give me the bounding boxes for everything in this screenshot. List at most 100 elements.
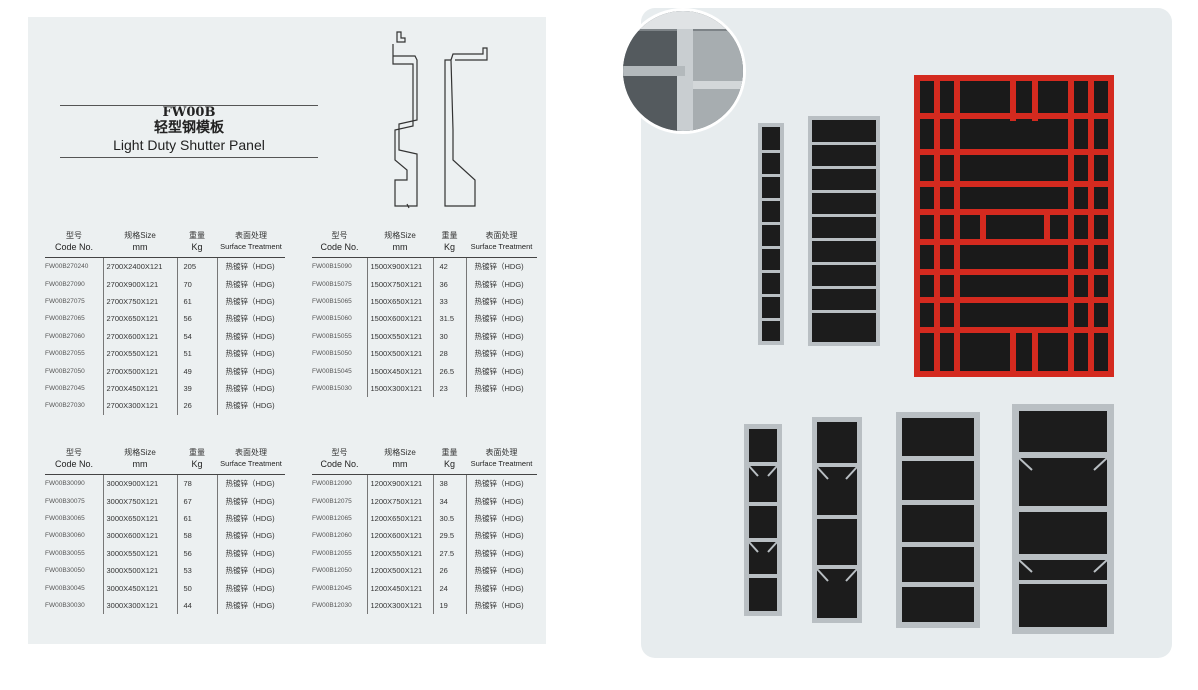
cell-weight: 56 — [176, 310, 217, 328]
cell-surface: 热镀锌（HDG) — [465, 579, 537, 597]
cell-surface: 热镀锌（HDG) — [216, 527, 285, 545]
cell-size: 2700X300X121 — [102, 397, 177, 415]
profile-left-section — [392, 44, 418, 207]
cell-size: 1200X900X121 — [366, 474, 433, 493]
cell-size: 2700X600X121 — [102, 327, 177, 345]
cell-surface: 热镀锌（HDG) — [465, 509, 537, 528]
cell-weight: 26 — [176, 397, 217, 415]
cell-weight: 19 — [432, 596, 466, 615]
cell-weight: 30.5 — [432, 509, 466, 528]
cell-code: FW00B15090 — [312, 263, 352, 271]
cell-surface: 热镀锌（HDG) — [465, 527, 537, 545]
panel-photo-narrow-1500 — [744, 424, 782, 616]
cell-weight: 61 — [176, 509, 217, 528]
cell-surface: 热镀锌（HDG) — [465, 275, 537, 293]
cell-weight: 67 — [176, 492, 217, 510]
cell-surface: 热镀锌（HDG) — [216, 544, 285, 562]
cell-weight: 38 — [432, 474, 466, 493]
cell-code: FW00B12055 — [312, 549, 352, 557]
cell-surface: 热镀锌（HDG) — [465, 474, 537, 493]
cell-size: 3000X750X121 — [102, 492, 177, 510]
cell-code: FW00B15060 — [312, 315, 352, 323]
cell-size: 2700X900X121 — [102, 275, 177, 293]
corner-detail-photo — [620, 8, 746, 134]
cell-surface: 热镀锌（HDG) — [216, 474, 285, 493]
panel-photo-narrow-2700 — [758, 123, 784, 345]
cell-code: FW00B15075 — [312, 280, 352, 288]
cell-surface: 热镀锌（HDG) — [216, 509, 285, 528]
cell-surface: 热镀锌（HDG) — [216, 362, 285, 380]
cell-weight: 56 — [176, 544, 217, 562]
cell-size: 1500X450X121 — [366, 362, 433, 380]
cell-code: FW00B27045 — [45, 384, 85, 392]
cell-size: 1500X650X121 — [366, 292, 433, 311]
cell-code: FW00B27030 — [45, 402, 85, 410]
cell-code: FW00B15065 — [312, 297, 352, 305]
cell-weight: 33 — [432, 292, 466, 311]
panel-photo-medium-2700 — [808, 116, 880, 346]
cell-size: 1200X650X121 — [366, 509, 433, 528]
title-rule-top — [60, 105, 318, 106]
panel-profile-drawing — [392, 31, 488, 209]
cell-surface: 热镀锌（HDG) — [465, 310, 537, 328]
cell-weight: 26 — [432, 561, 466, 580]
cell-weight: 23 — [432, 379, 466, 398]
cell-surface: 热镀锌（HDG) — [465, 379, 537, 398]
cell-weight: 58 — [176, 527, 217, 545]
cell-surface: 热镀锌（HDG) — [216, 344, 285, 363]
cell-code: FW00B27075 — [45, 297, 85, 305]
cell-surface: 热镀锌（HDG) — [216, 310, 285, 328]
cell-weight: 31.5 — [432, 310, 466, 328]
cell-surface: 热镀锌（HDG) — [216, 292, 285, 311]
cell-surface: 热镀锌（HDG) — [465, 362, 537, 380]
cell-size: 1500X600X121 — [366, 310, 433, 328]
product-name-en: Light Duty Shutter Panel — [113, 137, 265, 153]
cell-surface: 热镀锌（HDG) — [465, 492, 537, 510]
panel-photo-wide-red — [914, 75, 1114, 377]
cell-code: FW00B15050 — [312, 350, 352, 358]
cell-surface: 热镀锌（HDG) — [465, 344, 537, 363]
title-rule-bottom — [60, 157, 318, 158]
cell-size: 1200X600X121 — [366, 527, 433, 545]
cell-code: FW00B30030 — [45, 601, 85, 609]
cell-size: 1200X300X121 — [366, 596, 433, 615]
cell-size: 3000X900X121 — [102, 474, 177, 493]
cell-size: 1200X550X121 — [366, 544, 433, 562]
cell-surface: 热镀锌（HDG) — [216, 257, 285, 276]
cell-surface: 热镀锌（HDG) — [465, 561, 537, 580]
cell-code: FW00B12075 — [312, 497, 352, 505]
cell-size: 3000X650X121 — [102, 509, 177, 528]
cell-surface: 热镀锌（HDG) — [465, 292, 537, 311]
cell-code: FW00B30050 — [45, 567, 85, 575]
cell-size: 3000X550X121 — [102, 544, 177, 562]
